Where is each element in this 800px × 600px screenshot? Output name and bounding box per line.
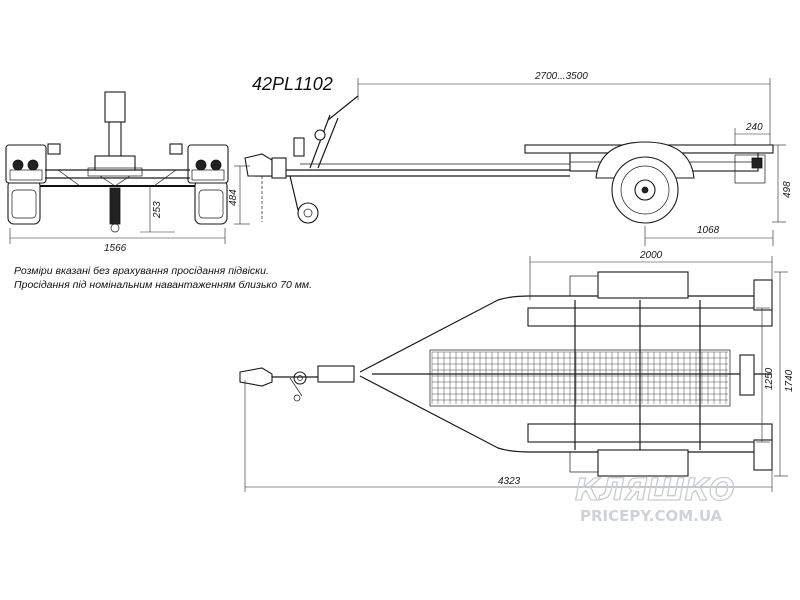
dim-drawbar-height: 484 (228, 189, 239, 206)
dim-track-width: 1566 (104, 243, 127, 254)
suspension-note: Розміри вказані без врахування просіданн… (14, 264, 334, 292)
top-view: 2000 1250 (239, 250, 795, 492)
dim-platform-length: 2000 (639, 250, 663, 261)
dim-axle-to-rear: 1068 (697, 225, 720, 236)
model-code: 42PL1102 (252, 74, 333, 94)
dim-platform-height: 498 (782, 181, 793, 198)
watermark-brand: КЛЯШКО (575, 473, 735, 508)
note-line-1: Розміри вказані без врахування просіданн… (14, 265, 269, 277)
watermark-site: PRICEPY.COM.UA (580, 507, 723, 525)
side-view: 2700...3500 240 484 (228, 71, 793, 246)
note-line-2: Просідання під номінальним навантаженням… (14, 279, 313, 291)
dim-rear-overhang: 240 (745, 122, 763, 133)
dim-ground-clearance: 253 (152, 201, 163, 219)
front-view: 1566 253 (5, 91, 229, 254)
dim-adjustable-length: 2700...3500 (534, 71, 588, 82)
dim-total-length: 4323 (498, 476, 521, 487)
dim-overall-width: 1740 (784, 369, 795, 392)
brand-watermark: КЛЯШКО PRICEPY.COM.UA (574, 472, 735, 525)
dim-inner-width: 1250 (764, 367, 775, 390)
